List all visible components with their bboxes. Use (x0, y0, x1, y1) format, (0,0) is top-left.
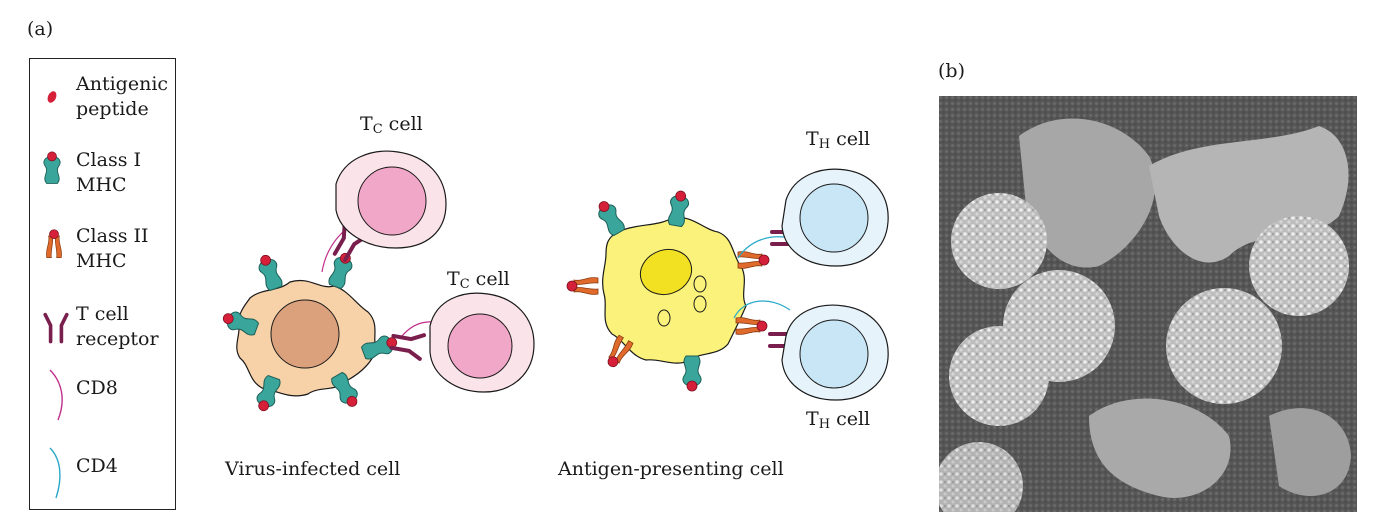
th-cell-icon (781, 304, 889, 401)
t-cell-receptor-icon (43, 312, 69, 344)
tc-cell-label-top: TC cell (360, 113, 423, 137)
class-ii-mhc-icon (46, 229, 62, 258)
legend-cd8-label: CD8 (76, 377, 118, 399)
micrograph-image (939, 96, 1357, 512)
legend (29, 58, 176, 510)
panel-label-b: (b) (938, 60, 965, 82)
th-cell-label-bottom: TH cell (806, 408, 871, 432)
caption-antigen-presenting-cell: Antigen-presenting cell (558, 458, 784, 480)
tc-cell-icon (335, 150, 447, 249)
caption-virus-infected-cell: Virus-infected cell (225, 458, 401, 480)
peptide-icon (47, 91, 57, 103)
panel-label-a: (a) (27, 18, 54, 40)
th-cell-icon (781, 168, 889, 267)
tc-cell-icon (429, 292, 535, 393)
virus-infected-cell-icon (219, 249, 401, 415)
th-cell-label-top: TH cell (806, 128, 871, 152)
cd4-icon (49, 447, 61, 499)
class-i-mhc-icon (43, 151, 61, 184)
cd8-icon (49, 369, 63, 421)
legend-cd4-label: CD4 (76, 455, 118, 477)
antigen-presenting-cell-icon (566, 189, 770, 392)
tc-cell-label-bottom: TC cell (447, 268, 510, 292)
